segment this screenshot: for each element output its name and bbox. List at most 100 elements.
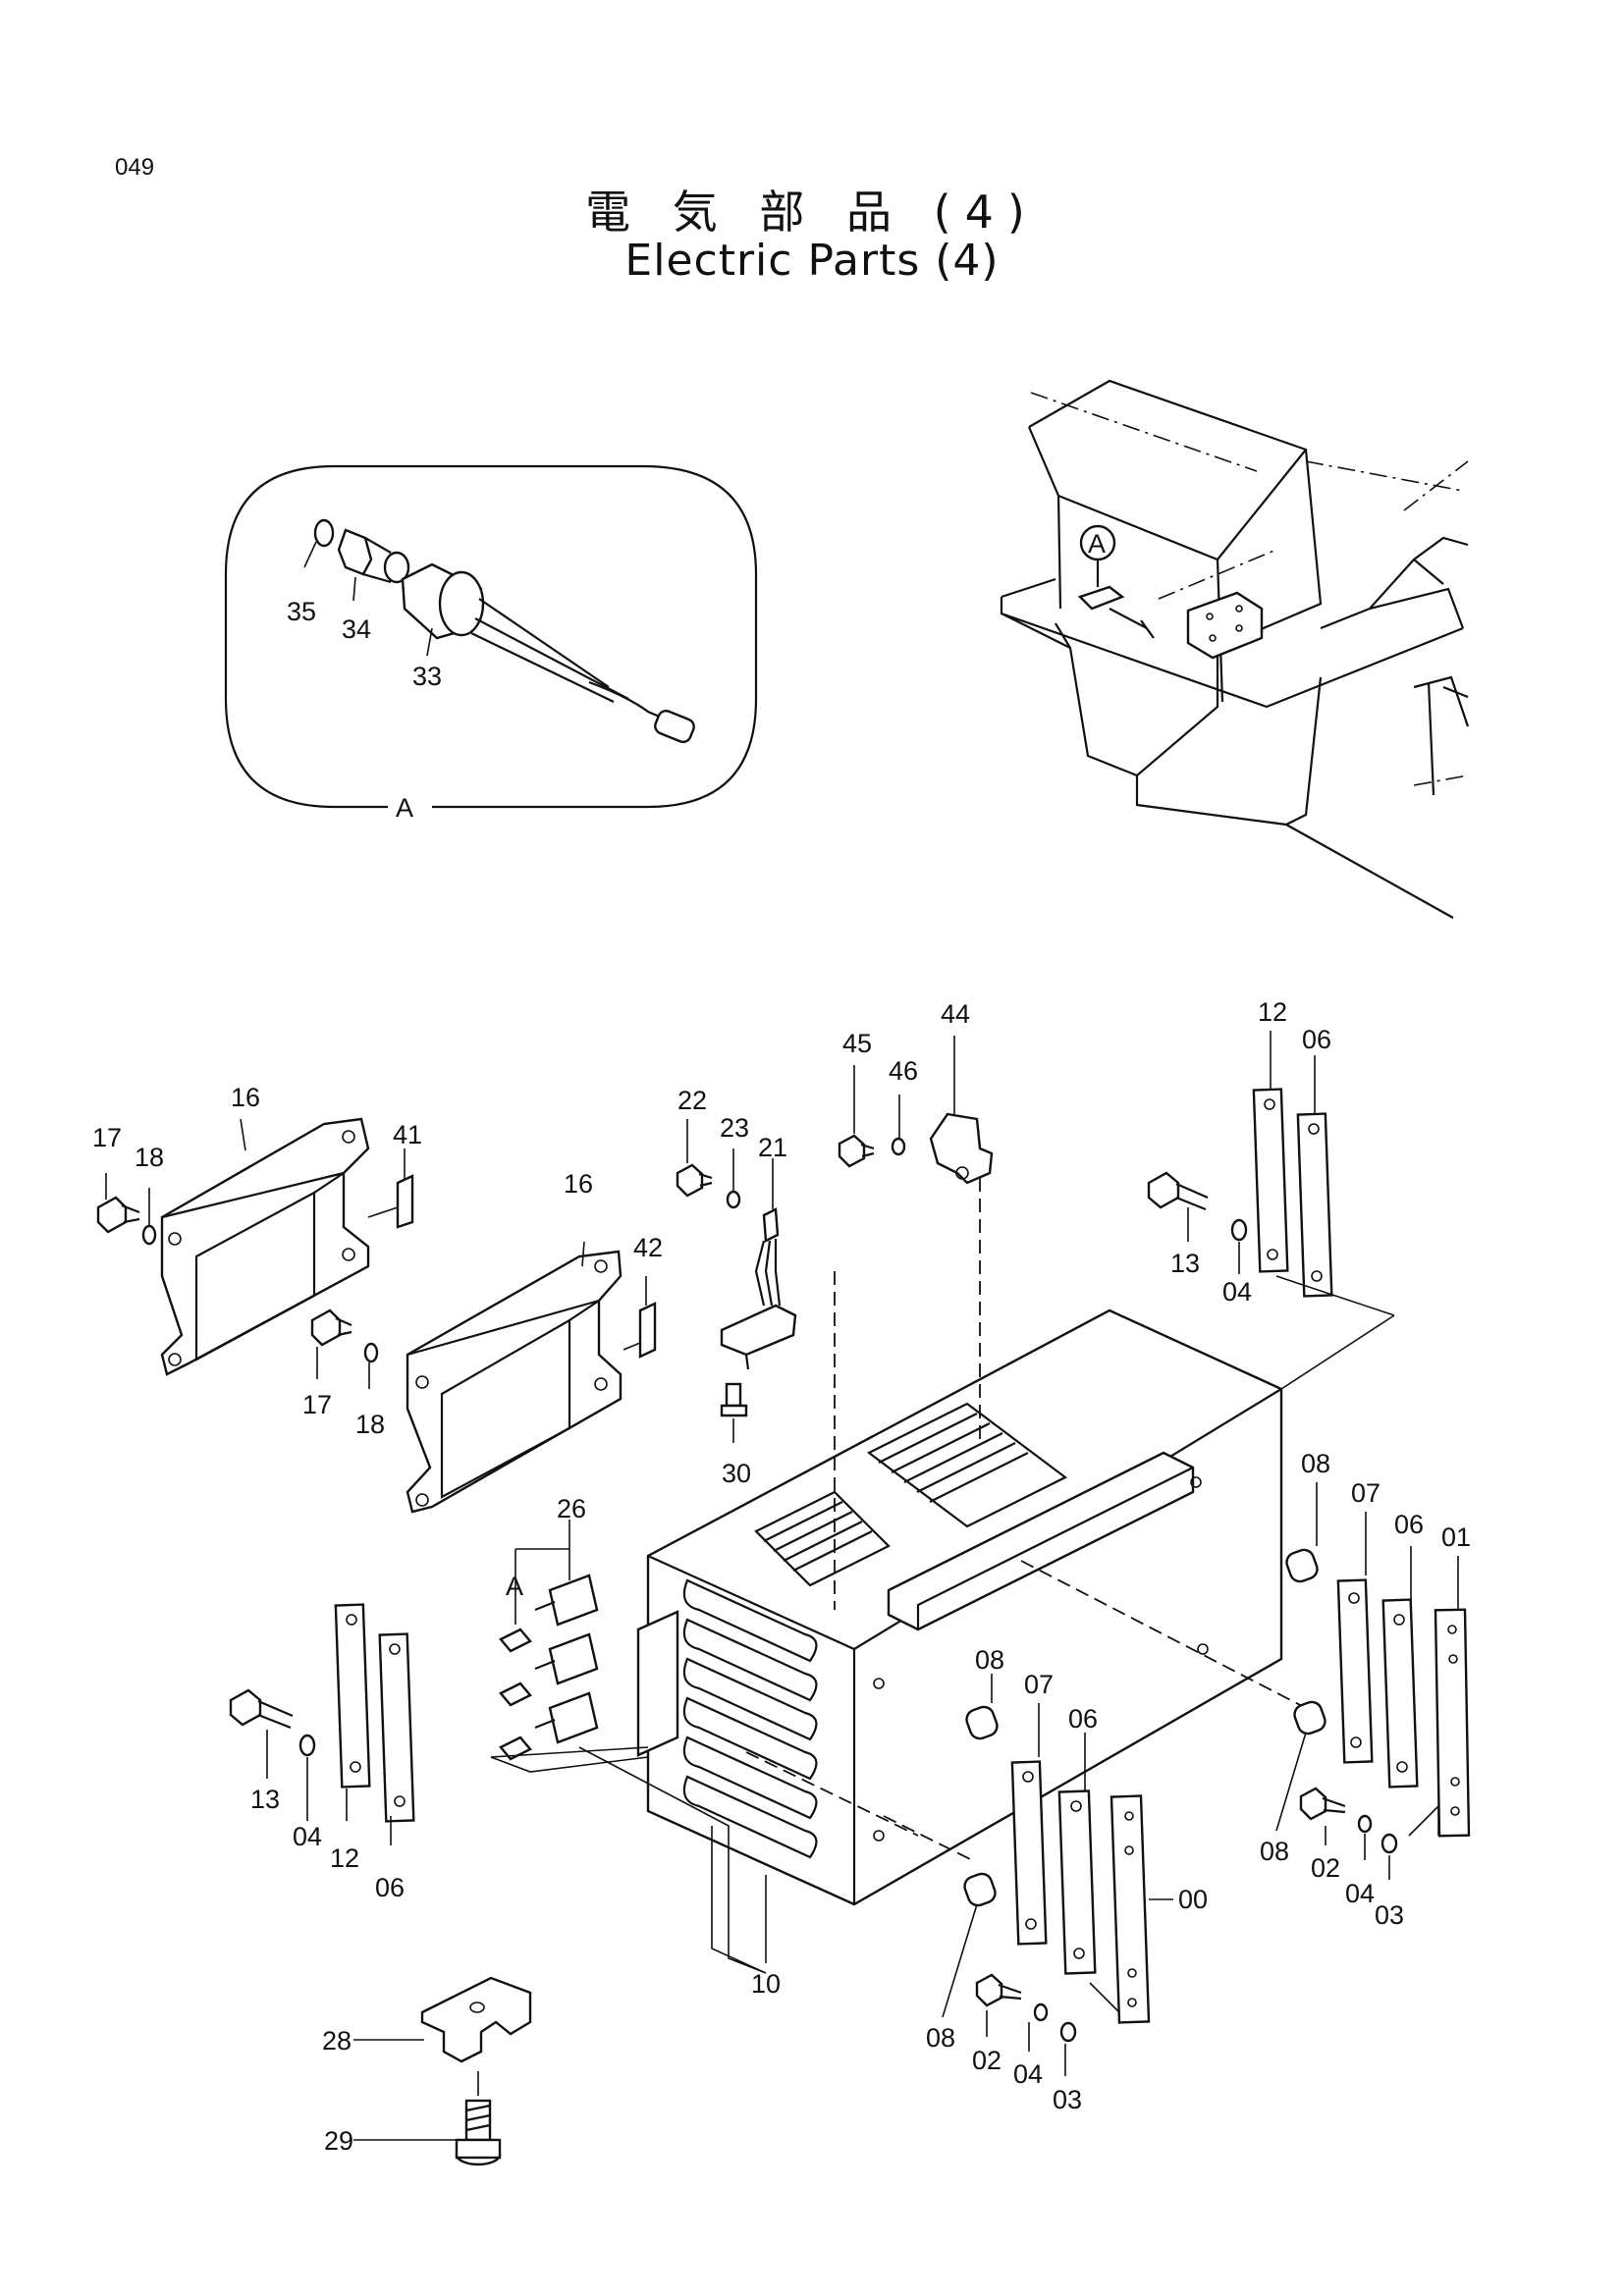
mounting-frame-lower <box>406 1250 623 1514</box>
spacer-08-upper <box>1285 1548 1319 1583</box>
detail-a-view: A 35 34 33 <box>224 464 758 823</box>
label-06d: 06 <box>375 1873 405 1902</box>
bolt-17b <box>310 1308 352 1347</box>
label-08b: 08 <box>975 1645 1004 1675</box>
relay-44 <box>929 1112 994 1185</box>
label-06c: 06 <box>1068 1704 1098 1734</box>
label-42: 42 <box>633 1233 663 1262</box>
label-01: 01 <box>1441 1522 1471 1552</box>
bolt-02-front <box>975 1973 1022 2007</box>
label-03b: 03 <box>1053 2085 1082 2114</box>
label-04b: 04 <box>293 1822 322 1851</box>
screw-30 <box>720 1382 748 1417</box>
clamp-28 <box>420 1976 532 2063</box>
pressure-switch-part <box>401 562 695 744</box>
mounting-frame-upper <box>160 1117 370 1376</box>
spacer-08-right <box>1293 1700 1326 1735</box>
washer-03-front <box>1059 2021 1077 2043</box>
washer-23 <box>726 1190 741 1209</box>
label-17b: 17 <box>302 1390 332 1419</box>
bolt-13-left <box>229 1688 294 1730</box>
machine-context-view: A <box>1000 379 1470 919</box>
detail-a-label: A <box>396 793 413 823</box>
title-english: Electric Parts (4) <box>624 236 1000 286</box>
washer-04-front <box>1033 2002 1049 2022</box>
label-46: 46 <box>889 1056 918 1086</box>
plate-06-upper <box>1296 1112 1333 1298</box>
callout-a-letter: A <box>1088 529 1106 559</box>
label-44: 44 <box>941 999 970 1029</box>
plate-06-left <box>378 1632 415 1823</box>
label-23: 23 <box>720 1113 749 1143</box>
adapter-part <box>337 528 410 584</box>
plate-00 <box>1110 1794 1151 2024</box>
screw-45 <box>838 1134 875 1168</box>
label-28: 28 <box>322 2026 352 2056</box>
washer-04-upper <box>1230 1218 1248 1242</box>
screw-22 <box>676 1163 713 1198</box>
label-02a: 02 <box>1311 1853 1340 1883</box>
spacer-08-front <box>963 1872 997 1907</box>
label-07b: 07 <box>1024 1670 1054 1699</box>
bolt-17a <box>96 1196 140 1234</box>
controller-box-10 <box>636 1308 1283 1906</box>
label-04c: 04 <box>1345 1879 1375 1908</box>
washer-03-right <box>1380 1833 1398 1854</box>
washer-46 <box>891 1137 906 1156</box>
plate-01 <box>1434 1608 1471 1838</box>
plate-07-right <box>1336 1578 1374 1764</box>
label-12b: 12 <box>330 1843 359 1873</box>
label-16b: 16 <box>564 1169 593 1199</box>
label-13a: 13 <box>1170 1249 1200 1278</box>
label-17a: 17 <box>92 1123 122 1152</box>
label-18b: 18 <box>355 1410 385 1439</box>
label-10: 10 <box>751 1969 781 1999</box>
label-plate-42 <box>638 1302 657 1359</box>
label-22: 22 <box>677 1086 707 1115</box>
label-26-a: A <box>506 1572 523 1601</box>
washer-04-right <box>1357 1814 1373 1834</box>
label-03a: 03 <box>1375 1900 1404 1930</box>
label-45: 45 <box>842 1029 872 1058</box>
label-13b: 13 <box>250 1785 280 1814</box>
label-29: 29 <box>324 2126 353 2156</box>
label-07a: 07 <box>1351 1478 1380 1508</box>
label-plate-41 <box>396 1174 414 1229</box>
label-12a: 12 <box>1258 997 1287 1027</box>
page-number: 049 <box>115 154 155 181</box>
toggle-switch-group-26 <box>490 1520 649 1773</box>
label-02b: 02 <box>972 2046 1001 2075</box>
title-japanese: 電 気 部 品 (4) <box>585 186 1039 239</box>
washer-18a <box>141 1224 157 1246</box>
label-08a: 08 <box>1301 1449 1330 1478</box>
label-33: 33 <box>412 662 442 691</box>
washer-18b <box>363 1342 379 1363</box>
label-08d: 08 <box>926 2023 955 2053</box>
label-26: 26 <box>557 1494 586 1523</box>
label-00: 00 <box>1178 1885 1208 1914</box>
bolt-02-right <box>1299 1787 1346 1821</box>
label-35: 35 <box>287 597 316 626</box>
plate-06-right <box>1381 1598 1419 1789</box>
label-41: 41 <box>393 1120 422 1149</box>
label-18a: 18 <box>135 1143 164 1172</box>
label-30: 30 <box>722 1459 751 1488</box>
bolt-13-upper <box>1147 1171 1209 1211</box>
screw-29 <box>455 2099 502 2166</box>
plate-12-left <box>334 1603 371 1789</box>
label-06b: 06 <box>1394 1510 1424 1539</box>
label-21: 21 <box>758 1133 787 1162</box>
spacer-08-front-upper <box>965 1705 999 1740</box>
plate-07-front <box>1010 1760 1048 1946</box>
label-04d: 04 <box>1013 2059 1043 2089</box>
plate-06-front <box>1057 1789 1097 1975</box>
washer-04-left <box>298 1734 316 1757</box>
label-04a: 04 <box>1222 1277 1252 1307</box>
label-16a: 16 <box>231 1083 260 1112</box>
connector-harness-21 <box>720 1207 797 1370</box>
label-08b-right: 08 <box>1260 1837 1289 1866</box>
label-34: 34 <box>342 614 371 644</box>
label-06a: 06 <box>1302 1025 1331 1054</box>
o-ring-part <box>313 518 335 548</box>
